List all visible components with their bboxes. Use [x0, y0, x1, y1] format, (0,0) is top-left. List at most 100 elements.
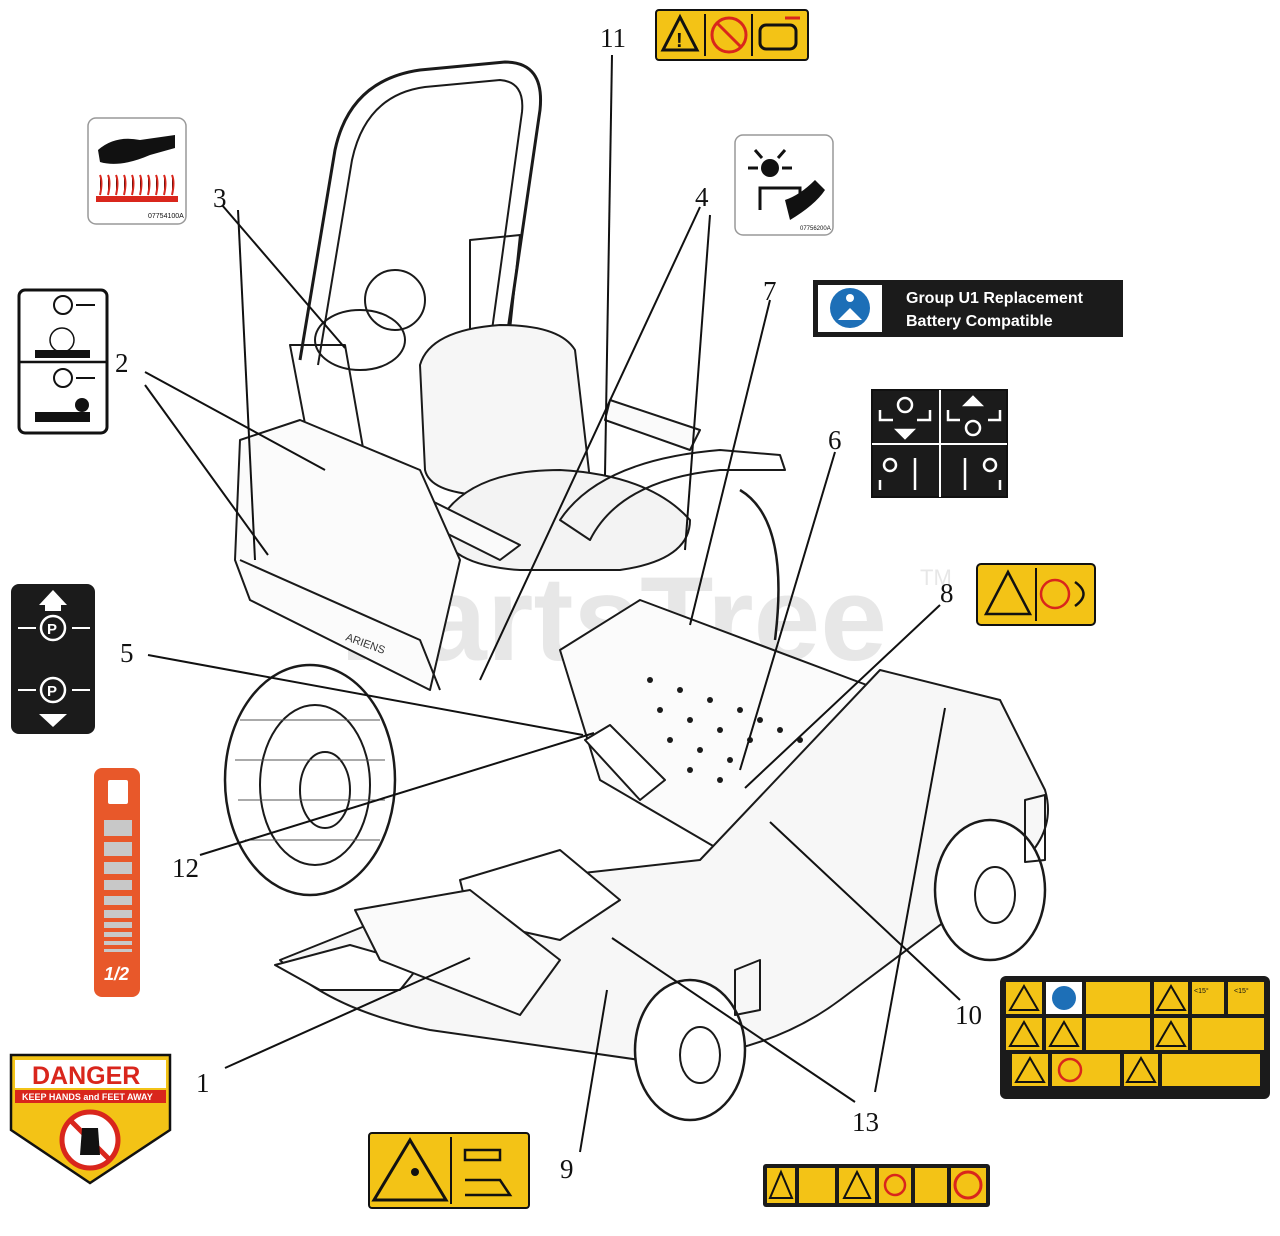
callout-1: 1: [196, 1068, 210, 1098]
leader-13b: [874, 707, 946, 1093]
decal-fuel-gauge: 1/2: [94, 768, 140, 997]
leader-6: [739, 451, 836, 771]
rear-hub: [299, 751, 351, 829]
leader-2a: [144, 371, 326, 471]
svg-text:!: !: [676, 30, 683, 52]
park-icon: [39, 614, 67, 642]
neutral-icon: [896, 396, 914, 414]
warning-triangle-icon: [660, 13, 700, 52]
pto-engaged-icon: [53, 368, 73, 388]
right-turn-icon: [982, 457, 998, 473]
rear-tire: [223, 663, 397, 897]
arrow-down-icon: [39, 714, 67, 727]
no-hands-icon: [1039, 578, 1071, 610]
debris-icon: [761, 159, 779, 177]
leader-8: [744, 604, 941, 789]
fall-warning-icon: [371, 1137, 449, 1202]
battery-line1: Group U1 Replacement: [906, 290, 1084, 307]
callout-9: 9: [560, 1154, 574, 1184]
front-caster-left: [633, 978, 747, 1122]
leader-3b: [237, 209, 256, 561]
steering-lever: [559, 449, 786, 541]
rops-inner: [317, 79, 524, 366]
decal-pto: [17, 288, 109, 435]
callout-6: 6: [828, 425, 842, 455]
leader-5: [147, 654, 584, 736]
rops-upright-right: [469, 234, 521, 331]
danger-subtitle: KEEP HANDS and FEET AWAY: [22, 1092, 153, 1102]
decal-hot-surface: 07754100A: [87, 117, 187, 225]
fuel-tank-icon: [758, 23, 798, 51]
watermark-tm: TM: [920, 565, 952, 590]
front-caster-left-hub: [679, 1026, 721, 1084]
callout-3: 3: [213, 183, 227, 213]
callout-11: 11: [600, 23, 626, 53]
leader-13a: [611, 937, 856, 1103]
grid-manual-icon: [1052, 986, 1076, 1010]
decal-deflector: 07756200A: [734, 134, 834, 236]
callout-2: 2: [115, 348, 129, 378]
svg-text:P: P: [47, 621, 57, 638]
engine-shroud: [314, 309, 406, 371]
decal-safety-strip: [763, 1164, 990, 1207]
leader-3a: [221, 204, 346, 349]
mower-illustration: ARIENS ARIENS: [223, 60, 1049, 1122]
decal-entanglement: [976, 563, 1096, 626]
no-step-icon: [953, 1170, 983, 1200]
callout-8: 8: [940, 578, 954, 608]
arrow-up-icon: [39, 590, 67, 605]
decal-park-brake: P P: [11, 584, 95, 734]
svg-text:P: P: [47, 683, 57, 700]
caster-post-left: [734, 959, 761, 1016]
no-smoking-icon: [710, 16, 748, 54]
callout-4: 4: [695, 182, 709, 212]
leader-4b: [684, 214, 711, 551]
leader-4a: [479, 206, 701, 681]
decal-slip-hazard: [368, 1132, 530, 1209]
front-caster-right: [933, 818, 1047, 962]
decal-battery: Group U1 Replacement Battery Compatible: [813, 280, 1123, 337]
callout-10: 10: [955, 1000, 982, 1030]
decal-danger: DANGER KEEP HANDS and FEET AWAY: [9, 1053, 172, 1185]
rear-tire-right: [739, 488, 780, 641]
leader-lines: [144, 54, 961, 1153]
leader-9: [579, 989, 608, 1153]
fuel-fraction: 1/2: [104, 964, 129, 984]
tire-tread: [235, 719, 385, 841]
callout-5: 5: [120, 638, 134, 668]
heat-waves-icon: [99, 174, 175, 196]
front-caster-right-hub: [974, 866, 1016, 924]
strip-warning-icon-2: [842, 1169, 872, 1199]
leader-12: [199, 732, 595, 856]
park-icon-2: [39, 676, 67, 704]
entanglement-warning-icon: [983, 569, 1033, 616]
front-bracket: [354, 889, 561, 1016]
rear-body: [234, 419, 461, 691]
callout-12: 12: [172, 853, 199, 883]
hot-surface-part-number: 07754100A: [148, 213, 184, 220]
strip-warning-icon: [768, 1169, 794, 1199]
callout-7: 7: [763, 276, 777, 306]
leader-2b: [144, 384, 269, 556]
rear-tire-inner: [259, 704, 371, 866]
fuel-pump-icon: [108, 780, 128, 804]
deflector-part-number: 07756200A: [800, 226, 831, 232]
foot-pedal: [584, 724, 666, 801]
mower-icon: [35, 412, 90, 422]
pto-disengaged-icon: [53, 295, 73, 315]
left-turn-icon: [882, 457, 898, 473]
rops-outer: [298, 60, 543, 361]
rotating-part-icon: [1074, 580, 1085, 608]
armrest-right: [604, 399, 701, 451]
warning-grid-cells: [1006, 982, 1264, 1086]
leader-11: [604, 54, 613, 476]
callout-13: 13: [852, 1107, 879, 1137]
hand-icon-2: [785, 180, 825, 220]
battery-line2: Battery Compatible: [906, 313, 1053, 330]
hand-icon: [98, 135, 175, 164]
leader-10: [769, 821, 961, 1001]
no-hands-strip-icon: [883, 1173, 907, 1197]
leader-1: [224, 957, 471, 1069]
seat-back: [419, 324, 591, 497]
